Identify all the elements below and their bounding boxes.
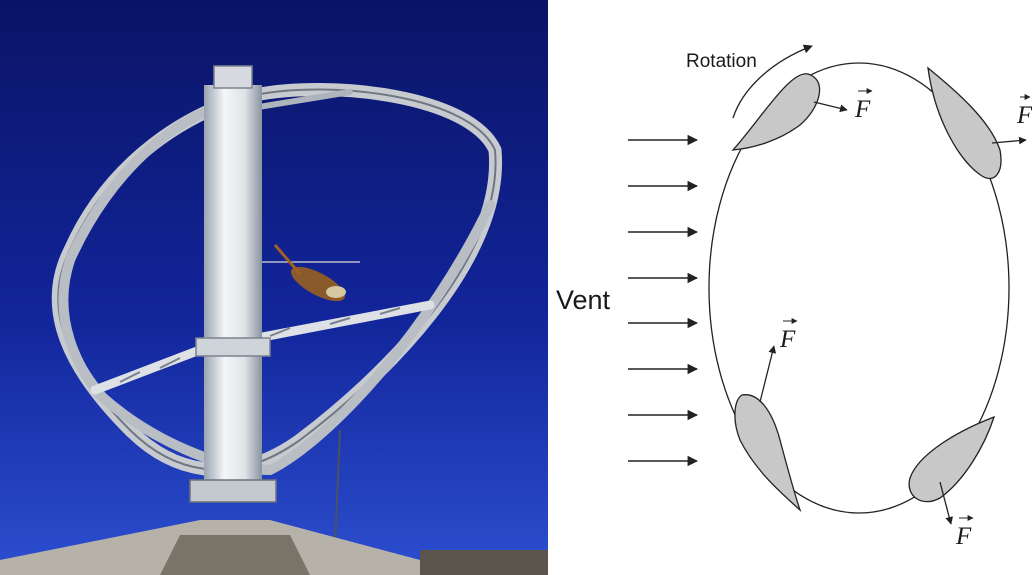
- helicopter: [262, 244, 360, 302]
- force-vector-bottom-right: [939, 481, 953, 525]
- force-vector-top-left: [813, 101, 848, 113]
- lower-truss-strut-detail: [119, 307, 401, 383]
- force-label-text: F: [1016, 102, 1032, 129]
- wind-turbine-photo: [0, 0, 548, 575]
- wind-arrows: [628, 134, 699, 467]
- rotation-orbit: [708, 62, 1010, 514]
- blade-airfoil-bottom-left: [734, 394, 802, 513]
- tower-top-cap: [213, 65, 253, 89]
- force-label-top-right: F: [1016, 94, 1032, 129]
- force-label-bottom-left: F: [779, 318, 798, 353]
- blade-airfoil-top-right: [927, 66, 1002, 180]
- turbine-tower: [204, 85, 262, 500]
- tower-hub-ring: [195, 337, 271, 357]
- turbine-blade-loop-inner: [58, 95, 495, 476]
- force-diagram: Rotation Vent F F F F: [556, 44, 1032, 550]
- blade-airfoil-top-left: [731, 73, 821, 151]
- force-label-bottom-right: F: [955, 515, 974, 550]
- force-label-text: F: [854, 96, 871, 123]
- rotation-label: Rotation: [686, 51, 757, 72]
- force-vector-top-right: [991, 136, 1027, 145]
- force-label-top-left: F: [854, 88, 873, 123]
- force-vector-bottom-left: [759, 345, 777, 403]
- force-label-text: F: [779, 326, 796, 353]
- blade-airfoil-bottom-right: [908, 415, 996, 503]
- building-right: [420, 550, 548, 575]
- guy-mast: [334, 429, 341, 546]
- wind-label: Vent: [556, 285, 611, 315]
- base-building-shadow: [160, 535, 310, 575]
- force-label-text: F: [955, 523, 972, 550]
- rotation-arrow: [732, 44, 813, 119]
- tower-base-ring: [189, 479, 277, 503]
